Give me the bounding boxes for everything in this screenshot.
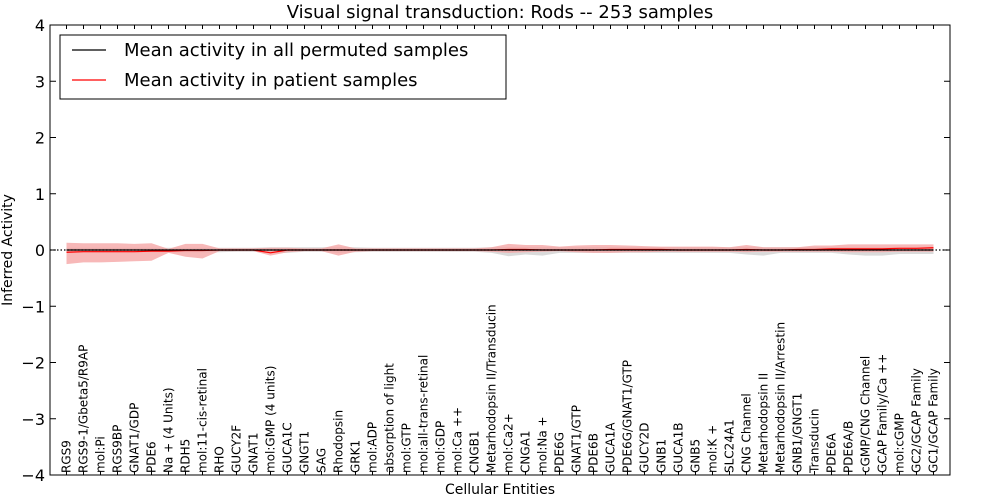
x-tick-label: mol:cGMP	[893, 413, 907, 473]
y-tick-label: 2	[35, 129, 45, 148]
y-tick-label: −1	[21, 297, 45, 316]
x-tick-label: mol:11-cis-retinal	[196, 368, 210, 473]
x-tick-label: RGS9-1/Gbeta5/R9AP	[77, 345, 91, 473]
x-tick-label: PDE6B	[587, 433, 601, 473]
x-tick-label: GNB5	[689, 439, 703, 473]
x-tick-label: GNAT1	[247, 432, 261, 473]
x-tick-label: cGMP/CNG Channel	[859, 356, 873, 473]
x-tick-label: GNAT1/GTP	[570, 405, 584, 473]
x-tick-label: Metarhodopsin II/Arrestin	[774, 322, 788, 473]
chart-title: Visual signal transduction: Rods -- 253 …	[287, 2, 714, 23]
x-tick-label: GNAT1/GDP	[128, 403, 142, 473]
y-tick-label: 4	[35, 16, 45, 35]
x-tick-label: SLC24A1	[723, 419, 737, 473]
x-tick-label: CNGB1	[468, 430, 482, 473]
legend-label-2: Mean activity in patient samples	[124, 70, 418, 91]
x-tick-label: absorption of light	[383, 363, 397, 473]
x-tick-label: RGS9	[60, 440, 74, 473]
y-tick-label: 3	[35, 72, 45, 91]
x-tick-label: mol:Ca ++	[451, 407, 465, 473]
x-tick-label: mol:all-trans-retinal	[417, 355, 431, 473]
x-tick-label: GNB1	[655, 439, 669, 473]
x-tick-label: Na + (4 Units)	[162, 387, 176, 473]
x-tick-label: SAG	[315, 448, 329, 473]
x-tick-label: PDE6G	[553, 432, 567, 473]
x-tick-label: mol:GMP (4 units)	[264, 366, 278, 473]
x-tick-label: GCAP Family/Ca ++	[876, 354, 890, 473]
legend-label-1: Mean activity in all permuted samples	[124, 40, 468, 61]
x-tick-label: RGS9BP	[111, 425, 125, 473]
x-tick-label: mol:GTP	[400, 423, 414, 473]
series-2-band	[66, 242, 934, 265]
x-tick-label: mol:Na +	[536, 416, 550, 473]
x-tick-label: CNG Channel	[740, 393, 754, 473]
x-tick-label: Metarhodopsin II/Transducin	[485, 304, 499, 473]
x-tick-label: RHO	[213, 446, 227, 473]
x-tick-label: Metarhodopsin II	[757, 373, 771, 473]
x-tick-label: PDE6A/B	[842, 421, 856, 473]
x-tick-label: GUCA1B	[672, 422, 686, 473]
x-tick-label: mol:Ca2+	[502, 413, 516, 473]
x-tick-label: GRK1	[349, 440, 363, 473]
x-tick-label: mol:ADP	[366, 422, 380, 473]
x-tick-label: RDH5	[179, 439, 193, 473]
x-tick-label: GC1/GCAP Family	[927, 368, 941, 473]
y-axis-label: Inferred Activity	[0, 194, 16, 306]
legend: Mean activity in all permuted samplesMea…	[59, 34, 507, 100]
y-tick-label: 1	[35, 185, 45, 204]
x-tick-label: GUCY2D	[638, 423, 652, 473]
x-tick-label: mol:Pi	[94, 436, 108, 473]
x-tick-label: mol:K +	[706, 425, 720, 473]
y-tick-label: −2	[21, 354, 45, 373]
x-tick-label: GUCY2F	[230, 425, 244, 473]
x-tick-label: GNGT1	[298, 431, 312, 473]
x-tick-label: GUCA1C	[281, 422, 295, 473]
x-tick-label: mol:GDP	[434, 421, 448, 473]
x-tick-label: Rhodopsin	[332, 410, 346, 473]
x-tick-label: PDE6G/GNAT1/GTP	[621, 360, 635, 473]
x-tick-label: Transducin	[808, 409, 822, 474]
x-tick-label: PDE6	[145, 441, 159, 473]
x-tick-label: GUCA1A	[604, 422, 618, 473]
y-tick-label: −4	[21, 466, 45, 485]
x-tick-label: GC2/GCAP Family	[910, 368, 924, 473]
y-tick-label: −3	[21, 410, 45, 429]
y-tick-label: 0	[35, 241, 45, 260]
legend-box	[59, 34, 507, 100]
x-tick-label: PDE6A	[825, 432, 839, 473]
x-tick-label: CNGA1	[519, 431, 533, 474]
x-tick-label: GNB1/GNGT1	[791, 393, 805, 473]
x-axis-label: Cellular Entities	[445, 482, 555, 498]
